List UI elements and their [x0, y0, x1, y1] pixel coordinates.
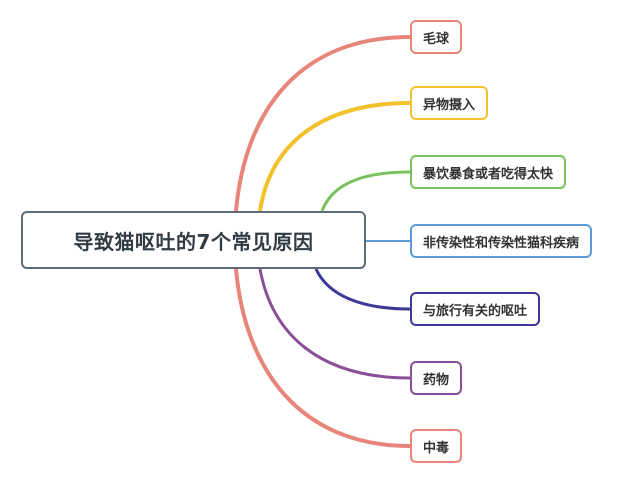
connector-branch-1 — [234, 35, 411, 212]
branch-label: 药物 — [423, 372, 450, 388]
branch-label: 与旅行有关的呕吐 — [423, 303, 528, 319]
branch-node-foreign-object: 异物摄入 — [410, 86, 489, 120]
branch-node-overeating: 暴饮暴食或者吃得太快 — [410, 155, 567, 189]
branch-node-feline-disease: 非传染性和传染性猫科疾病 — [410, 224, 593, 258]
branch-node-travel-vomiting: 与旅行有关的呕吐 — [410, 292, 541, 326]
connector-branch-3 — [320, 170, 411, 212]
connector-branch-5 — [314, 268, 411, 311]
branch-label: 暴饮暴食或者吃得太快 — [423, 166, 554, 182]
branch-node-medication: 药物 — [410, 361, 463, 395]
branch-node-hairball: 毛球 — [410, 20, 463, 54]
connector-branch-7 — [234, 268, 411, 448]
branch-label: 中毒 — [423, 440, 450, 456]
branch-label: 异物摄入 — [423, 97, 476, 113]
connector-branch-6 — [258, 268, 411, 380]
branch-node-poisoning: 中毒 — [410, 429, 463, 463]
root-topic-label: 导致猫呕吐的7个常见原因 — [73, 229, 314, 254]
branch-label: 非传染性和传染性猫科疾病 — [423, 235, 580, 251]
branch-label: 毛球 — [423, 31, 450, 47]
connector-branch-2 — [258, 101, 411, 212]
root-topic: 导致猫呕吐的7个常见原因 — [21, 211, 366, 269]
